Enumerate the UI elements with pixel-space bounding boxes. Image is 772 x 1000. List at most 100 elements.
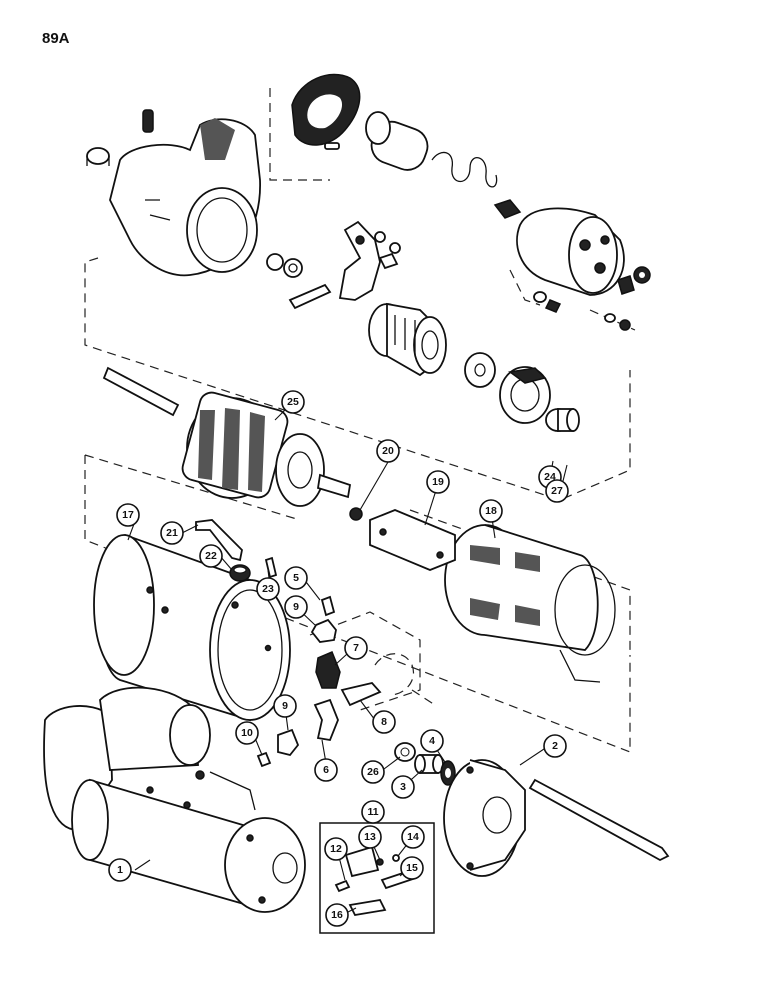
lever-nut (378, 252, 399, 270)
housing-washers (266, 253, 303, 278)
end-seal (440, 760, 456, 786)
brush-dashed-part (374, 653, 436, 706)
pole-shoe (369, 509, 456, 571)
solenoid-stud (493, 199, 522, 219)
callout-21: 21 (160, 521, 184, 545)
through-bolt (528, 778, 670, 862)
brush-holder (315, 651, 341, 689)
callout-26-label: 26 (367, 766, 379, 778)
drive-bushing (86, 147, 110, 166)
callout-23: 23 (256, 577, 280, 601)
callout-17-label: 17 (122, 509, 134, 521)
callout-1: 1 (108, 858, 132, 882)
field-lead-strap (195, 519, 243, 562)
callout-16: 16 (325, 903, 349, 927)
callout-4-label: 4 (429, 735, 435, 747)
solenoid-gasket (291, 73, 361, 146)
assembled-starter-motor (43, 686, 306, 913)
callout-20: 20 (376, 439, 400, 463)
callout-19-label: 19 (432, 476, 444, 488)
lever-pivot-bolt (288, 283, 332, 310)
callout-3-label: 3 (400, 781, 406, 793)
drive-housing (109, 118, 261, 277)
callout-5: 5 (284, 566, 308, 590)
end-washer-hole (400, 747, 410, 757)
callout-13: 13 (358, 825, 382, 849)
callout-22-label: 22 (205, 550, 217, 562)
plunger-return-spring (431, 151, 498, 188)
pole-shoe-screw (349, 507, 363, 521)
commutator-end-frame (443, 759, 526, 877)
armature (102, 366, 352, 507)
callout-1-label: 1 (117, 864, 123, 876)
callout-15: 15 (400, 856, 424, 880)
callout-18-label: 18 (485, 505, 497, 517)
callout-4: 4 (420, 729, 444, 753)
callout-11: 11 (361, 800, 385, 824)
solenoid-terminal-hardware (533, 266, 651, 331)
callout-16-label: 16 (331, 909, 343, 921)
callout-6: 6 (314, 758, 338, 782)
callout-22: 22 (199, 544, 223, 568)
frame-screw (264, 556, 278, 579)
center-bearing-bushing (545, 408, 580, 432)
callout-20-label: 20 (382, 445, 394, 457)
callout-24-label: 24 (544, 471, 556, 483)
callout-8: 8 (372, 710, 396, 734)
callout-9-upper-label: 9 (293, 601, 299, 613)
terminal-dashed-outline (509, 269, 636, 331)
field-coil-assembly (444, 524, 616, 683)
center-bearing-plate (499, 366, 551, 424)
shift-lever (338, 220, 401, 301)
callout-23-label: 23 (262, 583, 274, 595)
callout-10: 10 (235, 721, 259, 745)
callout-9-upper: 9 (284, 595, 308, 619)
callout-25: 25 (281, 390, 305, 414)
callout-27: 27 (545, 479, 569, 503)
thrust-washer-hole (474, 363, 486, 377)
callout-9-lower: 9 (273, 694, 297, 718)
brush (340, 682, 382, 707)
frame-grommet (229, 564, 251, 582)
solenoid-plunger (365, 111, 429, 171)
upper-dashed-group-outline (84, 88, 631, 501)
callout-21-label: 21 (166, 527, 178, 539)
brush-insulator (310, 618, 337, 643)
insulator-block (277, 728, 300, 757)
brush-holder-screw (320, 595, 336, 617)
callout-11-label: 11 (367, 806, 378, 818)
roll-pin (324, 142, 340, 150)
callout-8-label: 8 (381, 716, 387, 728)
page-number: 89A (42, 30, 70, 47)
callout-17: 17 (116, 503, 140, 527)
callout-27-label: 27 (551, 485, 563, 497)
callout-25-label: 25 (287, 396, 299, 408)
callout-2: 2 (543, 734, 567, 758)
callout-12: 12 (324, 837, 348, 861)
callout-2-label: 2 (552, 740, 558, 752)
insulator-screw (256, 751, 272, 768)
solenoid-switch (516, 207, 625, 296)
end-bushing (414, 754, 444, 774)
callout-6-label: 6 (323, 764, 329, 776)
callout-26: 26 (361, 760, 385, 784)
callout-9-lower-label: 9 (282, 700, 288, 712)
brush-holder-bracket (313, 698, 339, 742)
callout-12-label: 12 (330, 843, 342, 855)
callout-14-label: 14 (407, 831, 419, 843)
callout-15-label: 15 (406, 862, 418, 874)
callout-7: 7 (344, 636, 368, 660)
drive-clutch-assembly (368, 302, 447, 377)
starter-frame (93, 534, 291, 722)
callout-7-label: 7 (353, 642, 359, 654)
callout-14: 14 (401, 825, 425, 849)
brush-kit-parts (334, 845, 418, 916)
callout-13-label: 13 (364, 831, 376, 843)
callout-19: 19 (426, 470, 450, 494)
brush-dashed-outline (309, 611, 421, 711)
callout-10-label: 10 (241, 727, 253, 739)
callout-3: 3 (391, 775, 415, 799)
callout-5-label: 5 (293, 572, 299, 584)
callout-18: 18 (479, 499, 503, 523)
